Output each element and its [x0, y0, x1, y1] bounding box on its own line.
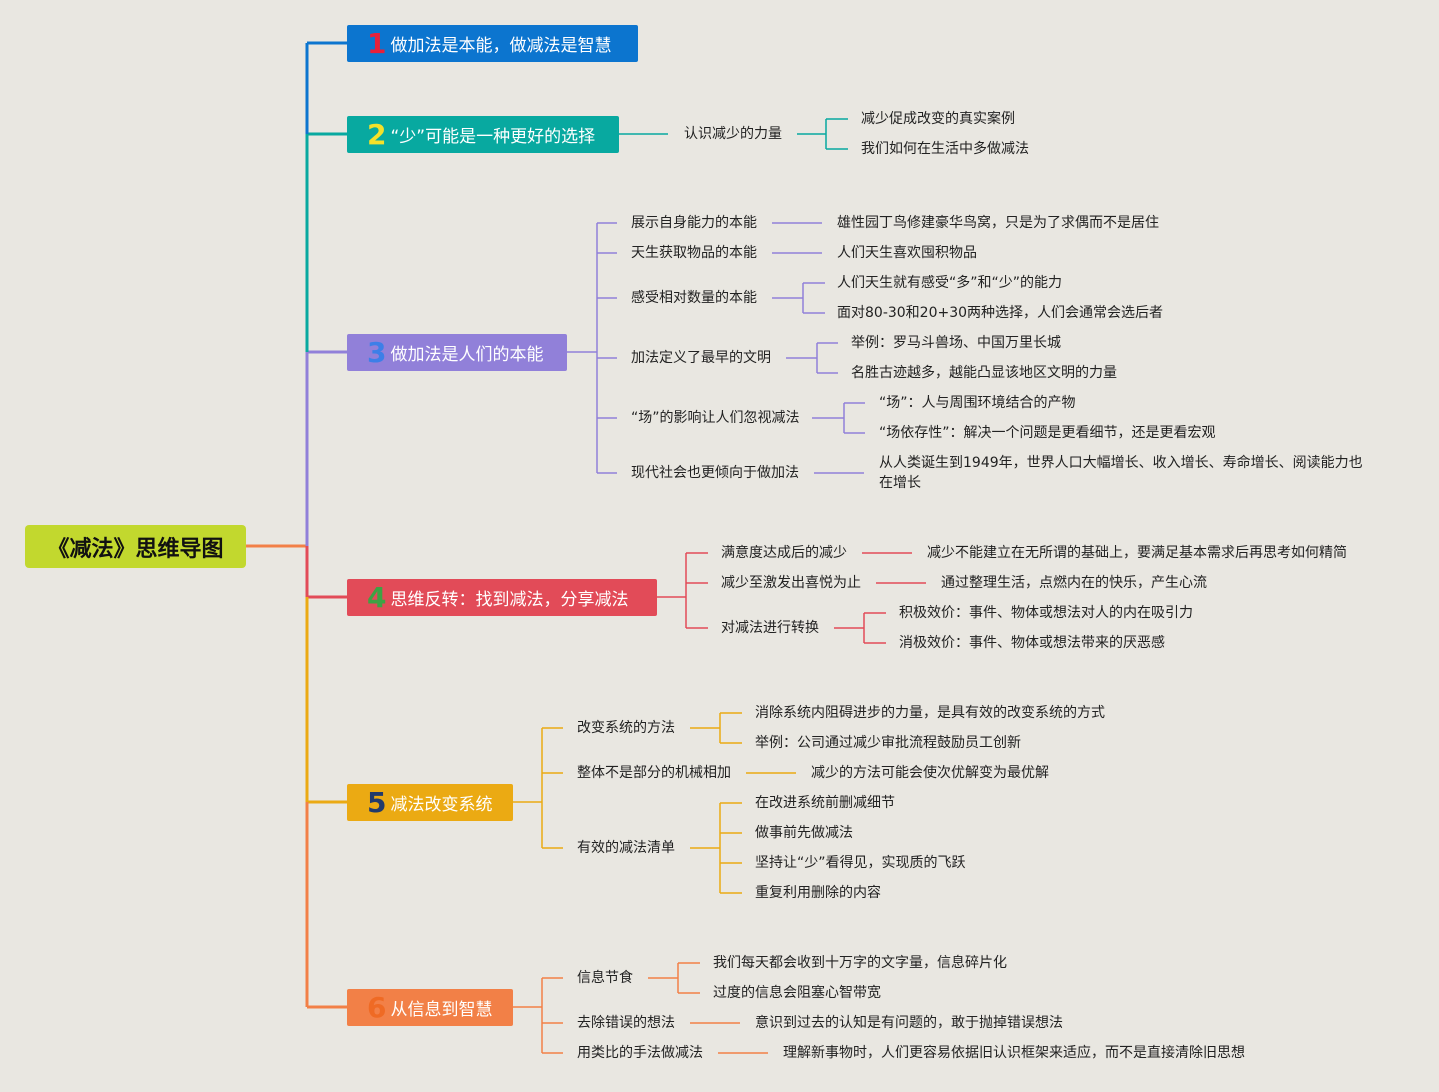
leaf-topic: 雄性园丁鸟修建豪华鸟窝，只是为了求偶而不是居住	[837, 215, 1159, 231]
subtopic: 减少至激发出喜悦为止	[721, 575, 861, 591]
subtopic: 加法定义了最早的文明	[631, 350, 771, 366]
leaf-topic: “场依存性”：解决一个问题是更看细节，还是更看宏观	[879, 425, 1216, 441]
leaf-topic: 人们天生就有感受“多”和“少”的能力	[837, 275, 1063, 291]
subtopic: 天生获取物品的本能	[631, 245, 757, 261]
leaf-topic: 重复利用删除的内容	[755, 885, 881, 901]
branch-label: 从信息到智慧	[390, 1000, 493, 1020]
branch-label: 减法改变系统	[390, 795, 493, 815]
subtopic: 改变系统的方法	[577, 720, 675, 736]
subtopic: 信息节食	[577, 970, 633, 986]
branch-label: “少”可能是一种更好的选择	[390, 127, 596, 147]
leaf-topic: 消极效价：事件、物体或想法带来的厌恶感	[899, 635, 1165, 651]
leaf-topic: 面对80-30和20+30两种选择，人们会通常会选后者	[837, 305, 1164, 321]
leaf-topic: “场”：人与周围环境结合的产物	[879, 395, 1076, 411]
leaf-topic: 做事前先做减法	[755, 825, 853, 841]
leaf-topic: 减少促成改变的真实案例	[861, 111, 1015, 127]
root-node: 《减法》思维导图	[25, 525, 246, 568]
branch-number: 2	[367, 118, 387, 151]
branch-number: 1	[367, 27, 387, 60]
leaf-topic: 坚持让“少”看得见，实现质的飞跃	[755, 855, 966, 871]
leaf-topic: 在改进系统前删减细节	[755, 795, 895, 811]
leaf-topic: 过度的信息会阻塞心智带宽	[713, 985, 881, 1001]
subtopic: “场”的影响让人们忽视减法	[631, 410, 800, 426]
leaf-topic: 意识到过去的认知是有问题的，敢于抛掉错误想法	[755, 1015, 1063, 1031]
leaf-topic: 人们天生喜欢囤积物品	[837, 245, 977, 261]
subtopic: 去除错误的想法	[577, 1015, 675, 1031]
leaf-topic: 名胜古迹越多，越能凸显该地区文明的力量	[851, 365, 1117, 381]
leaf-topic: 减少不能建立在无所谓的基础上，要满足基本需求后再思考如何精简	[927, 545, 1347, 561]
subtopic: 展示自身能力的本能	[631, 215, 757, 231]
subtopic: 认识减少的力量	[684, 126, 782, 142]
subtopic: 感受相对数量的本能	[631, 290, 757, 306]
subtopic: 满意度达成后的减少	[721, 545, 847, 561]
branch-node-2: 2“少”可能是一种更好的选择	[347, 116, 619, 153]
subtopic: 对减法进行转换	[721, 620, 819, 636]
branch-number: 4	[367, 581, 387, 614]
subtopic: 用类比的手法做减法	[577, 1045, 703, 1061]
leaf-topic: 积极效价：事件、物体或想法对人的内在吸引力	[899, 605, 1193, 621]
branch-label: 做加法是本能，做减法是智慧	[390, 36, 612, 56]
branch-number: 6	[367, 991, 387, 1024]
leaf-topic: 举例：公司通过减少审批流程鼓励员工创新	[755, 735, 1021, 751]
branch-number: 3	[367, 336, 387, 369]
leaf-topic: 通过整理生活，点燃内在的快乐，产生心流	[941, 575, 1207, 591]
leaf-topic: 我们每天都会收到十万字的文字量，信息碎片化	[713, 955, 1007, 971]
subtopic: 现代社会也更倾向于做加法	[631, 465, 799, 481]
leaf-topic: 从人类诞生到1949年，世界人口大幅增长、收入增长、寿命增长、阅读能力也在增长	[879, 455, 1363, 491]
subtopic: 整体不是部分的机械相加	[577, 765, 731, 781]
branch-label: 思维反转：找到减法，分享减法	[390, 590, 629, 610]
branch-label: 做加法是人们的本能	[390, 345, 544, 365]
leaf-topic: 举例：罗马斗兽场、中国万里长城	[851, 335, 1061, 351]
branch-number: 5	[367, 786, 387, 819]
leaf-topic: 减少的方法可能会使次优解变为最优解	[811, 765, 1049, 781]
leaf-topic: 理解新事物时，人们更容易依据旧认识框架来适应，而不是直接清除旧思想	[783, 1045, 1245, 1061]
leaf-topic: 我们如何在生活中多做减法	[861, 141, 1029, 157]
subtopic: 有效的减法清单	[577, 840, 675, 856]
leaf-topic: 消除系统内阻碍进步的力量，是具有效的改变系统的方式	[755, 705, 1105, 721]
